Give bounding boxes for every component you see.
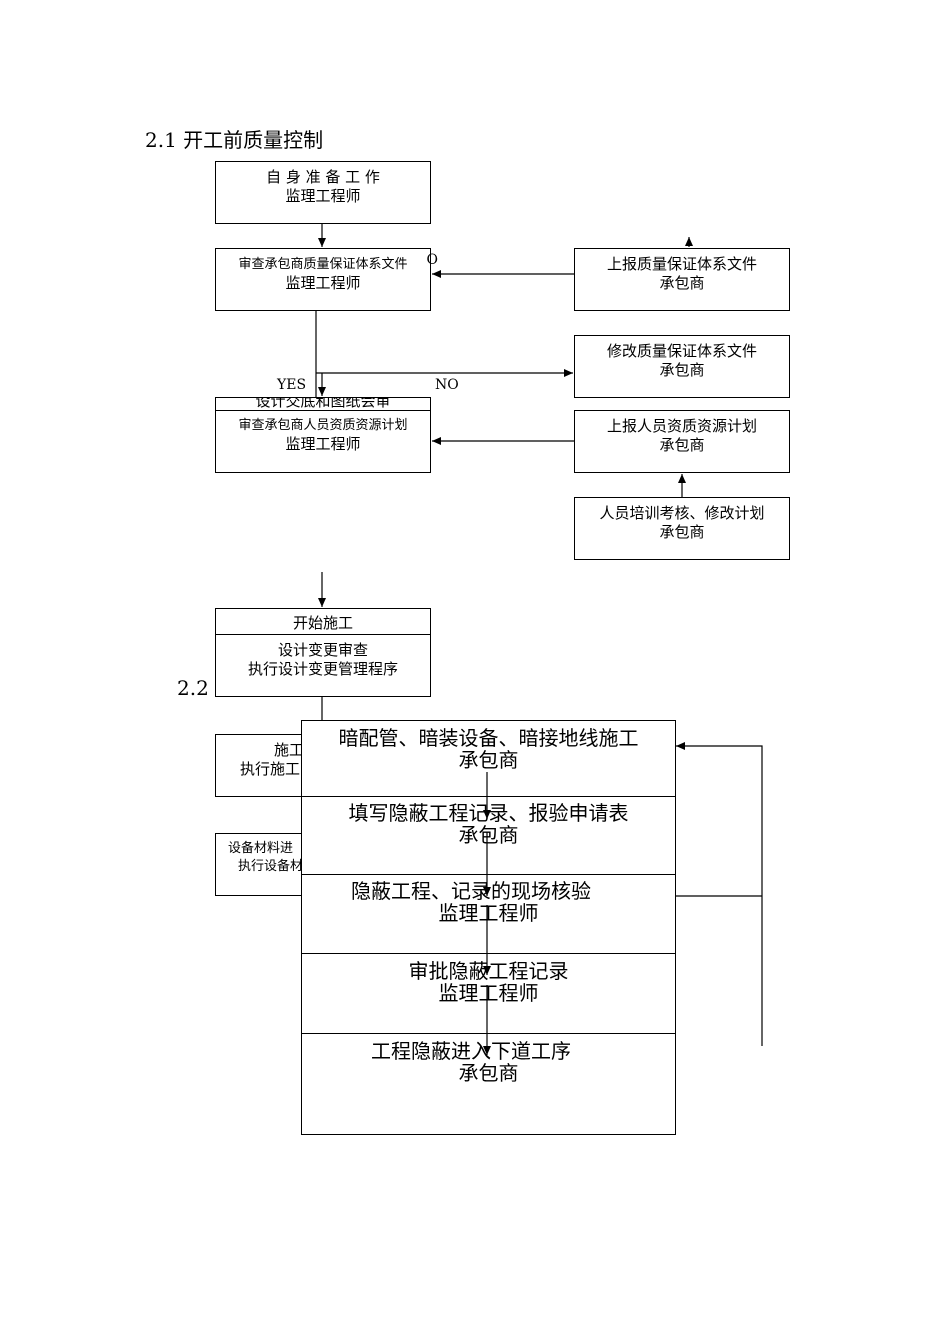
step-site-verification-text: 隐蔽工程、记录的现场核验 bbox=[351, 879, 591, 903]
no-label-mid: NO bbox=[435, 377, 459, 393]
step-site-verification: 隐蔽工程、记录的现场核验 监理工程师 bbox=[301, 874, 676, 954]
start-construction-text: 开始施工 bbox=[292, 614, 353, 632]
review-personnel-text: 审查承包商人员资质资源计划 bbox=[238, 418, 408, 433]
modify-qa-docs-box: 修改质量保证体系文件 承包商 bbox=[574, 335, 790, 398]
self-prep-text: 自 身 准 备 工 作 bbox=[266, 168, 380, 186]
submit-personnel-role: 承包商 bbox=[659, 436, 705, 454]
design-change-text: 设计变更审查 bbox=[277, 641, 368, 659]
submit-qa-docs-role: 承包商 bbox=[659, 274, 705, 292]
step-fill-records-role: 承包商 bbox=[458, 823, 519, 847]
self-prep-box: 自 身 准 备 工 作 监理工程师 bbox=[215, 161, 431, 224]
section-2-1-heading: 2.1 开工前质量控制 bbox=[145, 128, 324, 152]
loop-line bbox=[676, 742, 763, 1046]
submit-personnel-box: 上报人员资质资源计划 承包商 bbox=[574, 410, 790, 473]
yes-label: YES bbox=[277, 377, 307, 393]
modify-qa-docs-role: 承包商 bbox=[659, 361, 705, 379]
review-personnel-role: 监理工程师 bbox=[285, 435, 361, 453]
no-label-top: NO bbox=[426, 252, 438, 272]
step-approve-records-role: 监理工程师 bbox=[438, 981, 539, 1005]
review-personnel-box: 审查承包商人员资质资源计划 监理工程师 bbox=[215, 410, 431, 473]
step-next-process-role: 承包商 bbox=[458, 1061, 519, 1085]
no-label-top-text: NO bbox=[426, 252, 438, 268]
training-role: 承包商 bbox=[659, 523, 705, 541]
material-partial-text: 设备材料进 bbox=[228, 841, 294, 856]
step-next-process-text: 工程隐蔽进入下道工序 bbox=[371, 1039, 571, 1063]
material-partial-role: 执行设备材 bbox=[238, 859, 304, 874]
design-briefing-text: 设计交底和图纸会审 bbox=[255, 397, 391, 410]
step-concealed-install: 暗配管、暗装设备、暗接地线施工 承包商 bbox=[301, 720, 676, 797]
step-concealed-install-text: 暗配管、暗装设备、暗接地线施工 bbox=[338, 726, 639, 750]
submit-qa-docs-text: 上报质量保证体系文件 bbox=[606, 255, 757, 273]
submit-personnel-text: 上报人员资质资源计划 bbox=[606, 417, 757, 435]
step-concealed-install-role: 承包商 bbox=[458, 748, 519, 772]
step-site-verification-role: 监理工程师 bbox=[438, 901, 539, 925]
review-qa-docs-box: 审查承包商质量保证体系文件 监理工程师 bbox=[215, 248, 431, 311]
design-change-box: 设计变更审查 执行设计变更管理程序 bbox=[215, 634, 431, 697]
training-text: 人员培训考核、修改计划 bbox=[599, 504, 765, 522]
construction-partial-role: 执行施工 bbox=[240, 760, 301, 778]
review-qa-docs-text: 审查承包商质量保证体系文件 bbox=[238, 257, 408, 272]
section-2-2-heading: 2.2 施工阶段质量控制 bbox=[177, 676, 215, 700]
self-prep-role: 监理工程师 bbox=[285, 187, 361, 205]
hidden-works-flow: 暗配管、暗装设备、暗接地线施工 承包商 填写隐蔽工程记录、报验申请表 承包商 隐… bbox=[301, 720, 676, 1135]
training-box: 人员培训考核、修改计划 承包商 bbox=[574, 497, 790, 560]
construction-partial-text: 施工 bbox=[274, 741, 305, 759]
modify-qa-docs-text: 修改质量保证体系文件 bbox=[606, 342, 757, 360]
review-qa-docs-role: 监理工程师 bbox=[285, 274, 361, 292]
submit-qa-docs-box: 上报质量保证体系文件 承包商 bbox=[574, 248, 790, 311]
design-change-role: 执行设计变更管理程序 bbox=[247, 660, 398, 678]
